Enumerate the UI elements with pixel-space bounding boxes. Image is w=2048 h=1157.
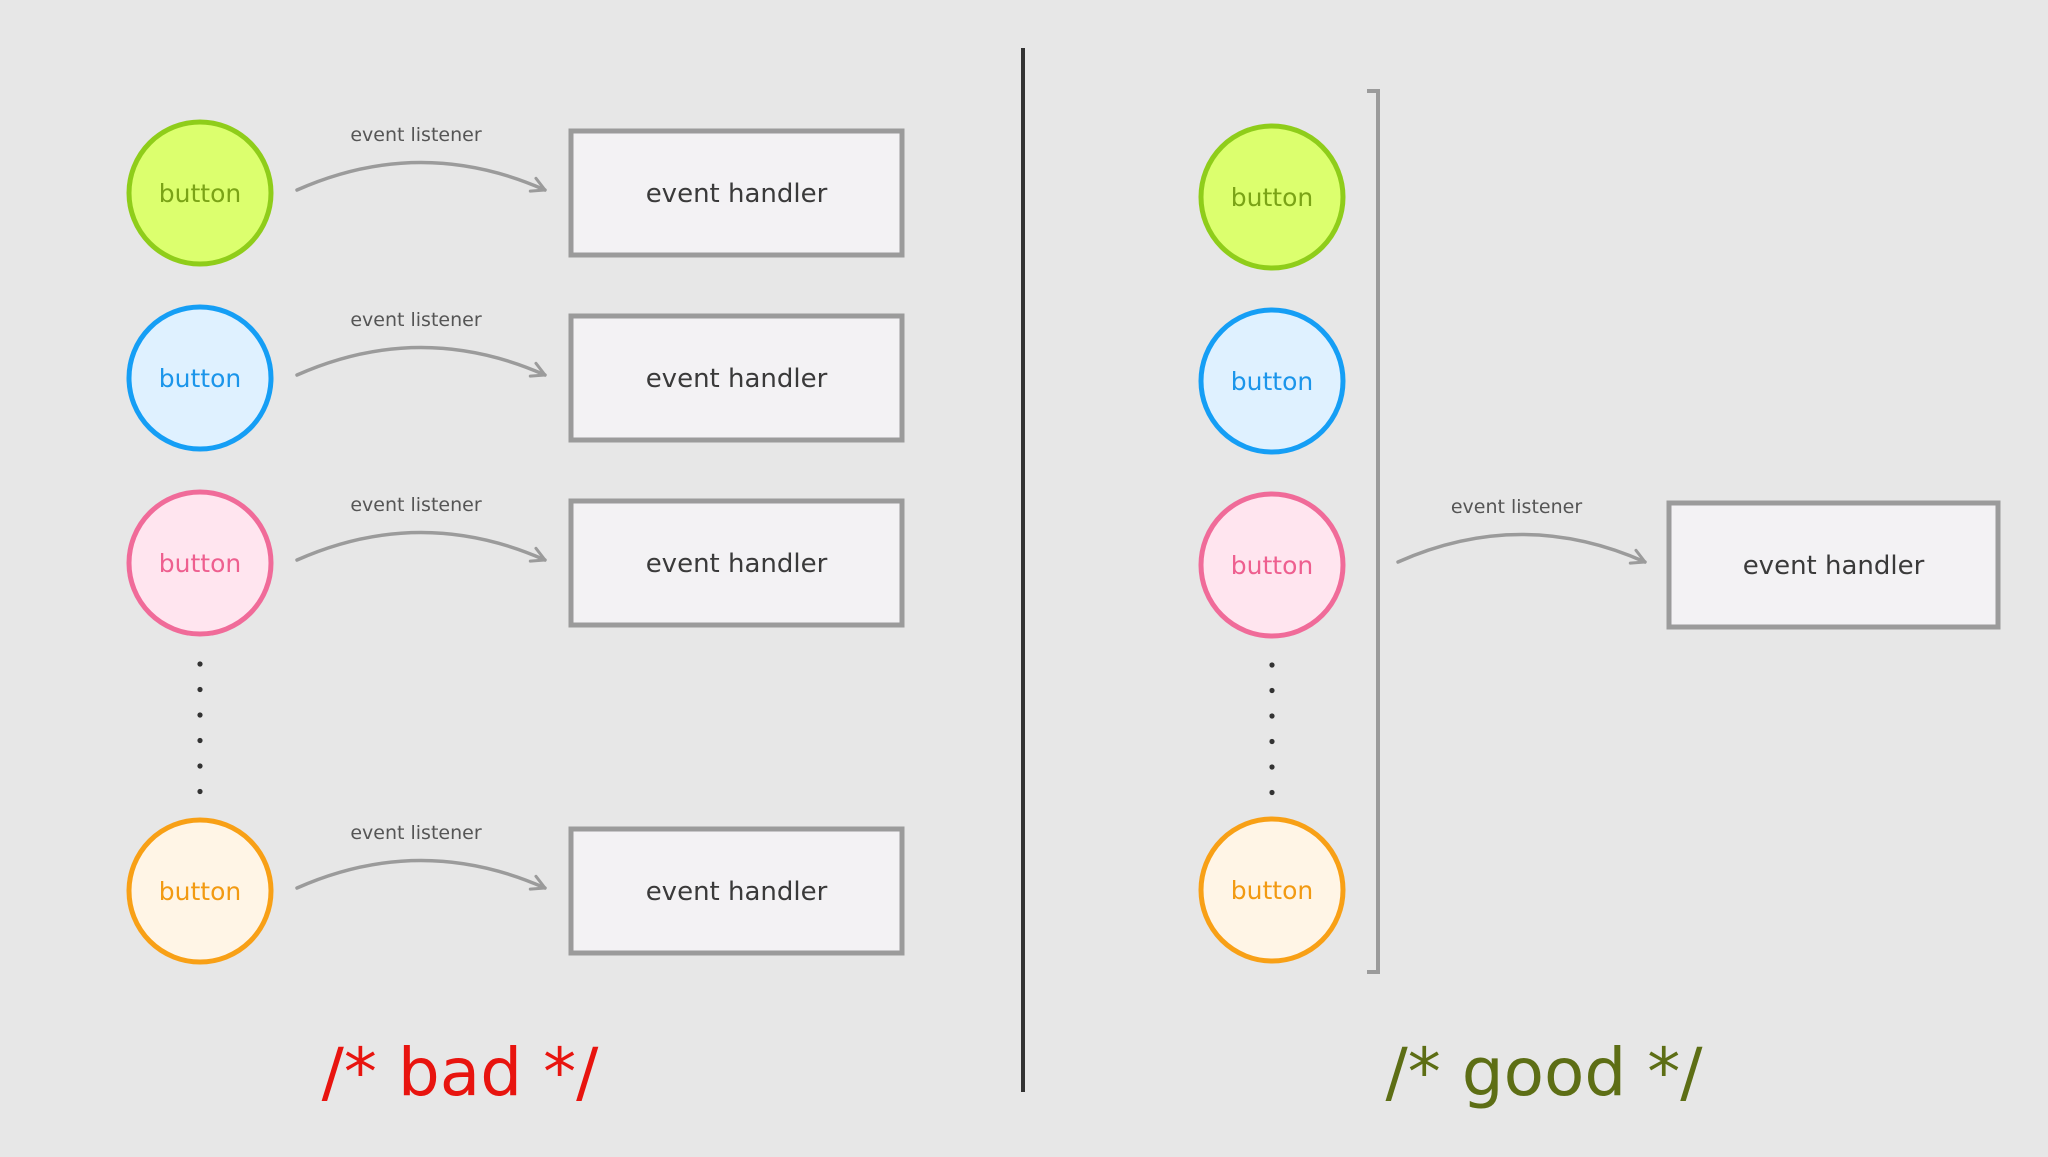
button-circle [1198,816,1346,964]
event-handler-label: event handler [646,179,828,209]
button-circle [1198,123,1346,271]
arrow-curve [295,858,547,891]
ellipsis-dot [1269,662,1275,668]
ellipsis-dot [1269,789,1275,796]
button-green: button [126,119,274,267]
button-label: button [159,877,241,906]
good-caption: /* good */ [1386,1034,1704,1111]
button-blue: button [1198,307,1346,455]
button-label: button [159,364,241,393]
event-handler-box: event handler [568,826,905,956]
button-pink: button [1198,491,1346,639]
handler-rect [568,128,905,258]
arrow-curve [295,160,547,193]
event-listener-arrow: event listener [1396,496,1647,565]
button-label: button [1231,183,1313,212]
good-example: button button button button event listener ev… [1198,89,2001,974]
button-label: button [159,549,241,578]
button-label: button [1231,551,1313,580]
button-circle [126,817,274,965]
button-circle [126,489,274,637]
event-handler-label: event handler [646,549,828,579]
button-circle [1198,491,1346,639]
grouping-bracket [1367,89,1380,974]
event-handler-box: event handler [1666,500,2001,630]
event-listener-label: event listener [350,494,481,516]
ellipsis-dot [197,763,203,769]
arrow-curve [1396,532,1647,565]
handler-rect [568,313,905,443]
button-circle [126,304,274,452]
event-listener-arrow: event listener [295,494,547,563]
event-listener-label: event listener [350,124,481,146]
button-label: button [159,179,241,208]
event-handler-label: event handler [1743,551,1925,581]
event-listener-label: event listener [350,309,481,331]
ellipsis-dot [1269,738,1275,745]
button-label: button [1231,876,1313,905]
event-handler-label: event handler [646,364,828,394]
ellipsis-dots [197,661,203,795]
handler-rect [1666,500,2001,630]
bad-example: button event listener event handler button e… [126,119,905,965]
arrow-curve [295,345,547,378]
ellipsis-dot [1269,687,1275,694]
ellipsis-dot [197,737,203,744]
ellipsis-dot [1269,764,1275,770]
ellipsis-dot [197,686,203,693]
button-circle [126,119,274,267]
event-listener-arrow: event listener [295,309,547,378]
event-listener-label: event listener [350,822,481,844]
event-handler-box: event handler [568,313,905,443]
ellipsis-dot [197,712,203,718]
arrow-curve [295,530,547,563]
event-handler-box: event handler [568,128,905,258]
event-handler-box: event handler [568,498,905,628]
handler-rect [568,826,905,956]
button-orange: button [1198,816,1346,964]
event-listener-label: event listener [1451,496,1582,518]
button-blue: button [126,304,274,452]
bad-caption: /* bad */ [322,1034,599,1111]
event-listener-arrow: event listener [295,822,547,891]
handler-rect [568,498,905,628]
button-orange: button [126,817,274,965]
button-pink: button [126,489,274,637]
event-handler-label: event handler [646,877,828,907]
ellipsis-dot [197,661,203,667]
ellipsis-dots [1269,662,1275,796]
ellipsis-dot [1269,713,1275,719]
event-listener-arrow: event listener [295,124,547,193]
button-green: button [1198,123,1346,271]
button-label: button [1231,367,1313,396]
ellipsis-dot [197,788,203,795]
button-circle [1198,307,1346,455]
